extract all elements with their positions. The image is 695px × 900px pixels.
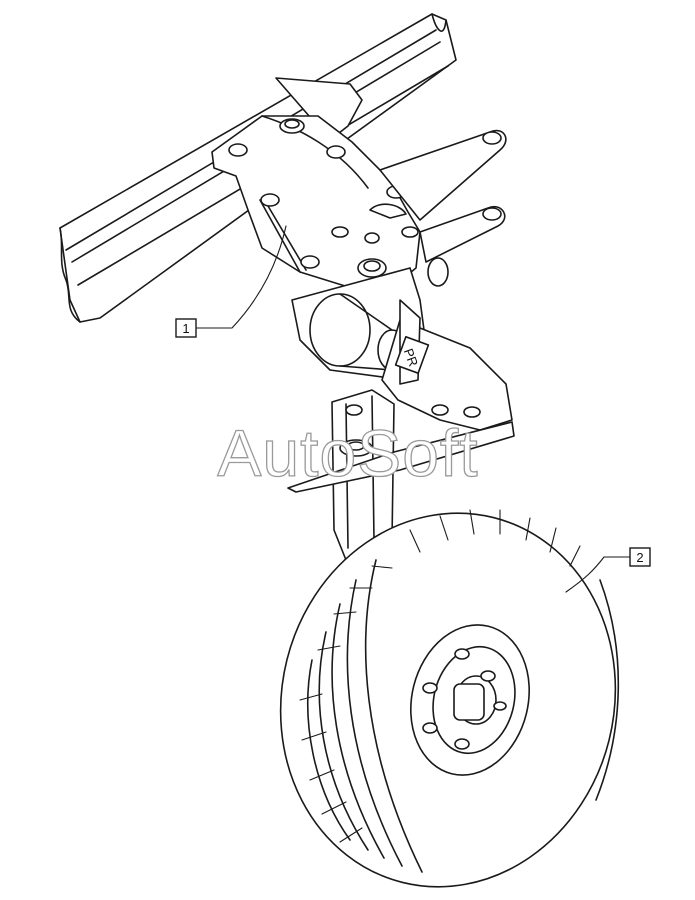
callout-1: 1 — [175, 225, 287, 338]
mounting-bracket — [211, 77, 421, 291]
callout-2-box — [629, 547, 651, 567]
linkage-arms — [379, 129, 507, 287]
caster-arm: PR — [381, 299, 513, 431]
callout-2: 2 — [565, 547, 651, 593]
callout-1-leader — [195, 225, 287, 329]
watermark-logo: AutoSoft — [217, 416, 478, 490]
wheel-assembly — [279, 509, 620, 888]
callout-2-leader — [565, 556, 631, 593]
callout-2-number: 2 — [636, 550, 643, 565]
callout-1-box — [175, 318, 197, 338]
callout-1-number: 1 — [182, 321, 189, 336]
wheel-fork — [287, 389, 515, 561]
sticker-label: PR — [401, 346, 421, 368]
